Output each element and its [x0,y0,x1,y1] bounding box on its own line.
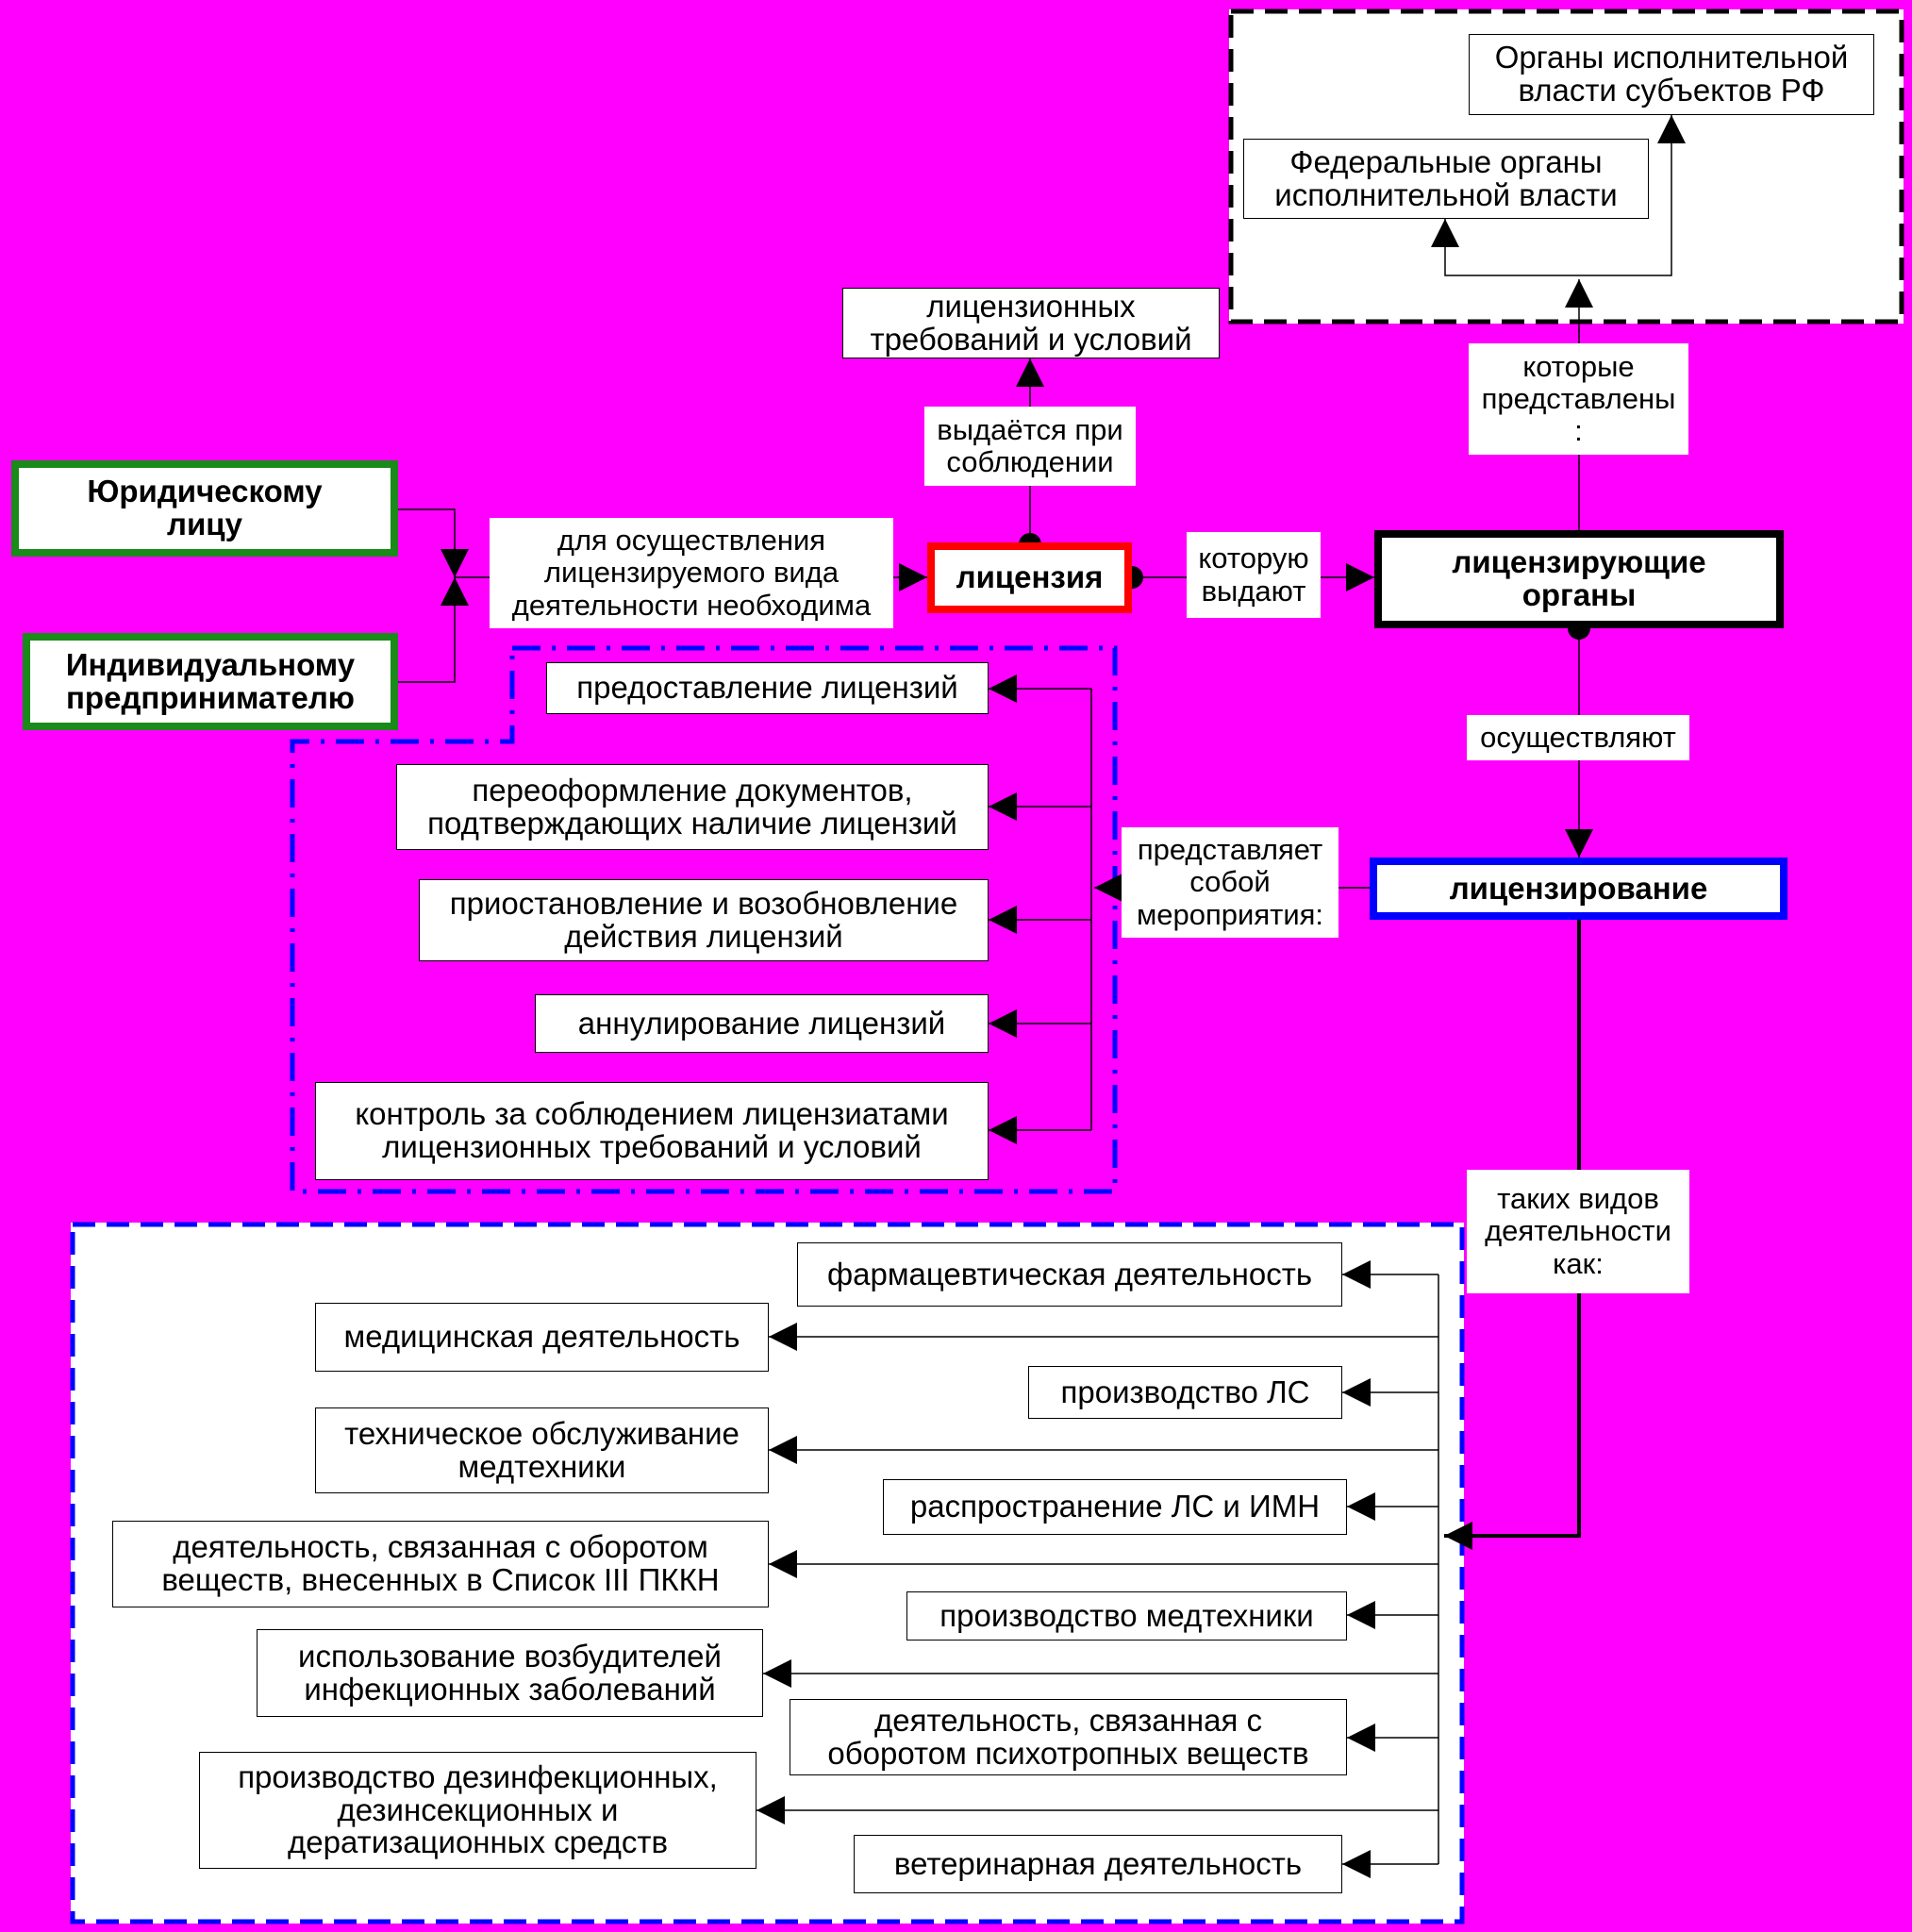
label-activity-types: таких видов деятельности как: [1467,1170,1689,1293]
label-for-activity: для осуществления лицензируемого вида де… [490,518,893,628]
legal-entity-node: Юридическому лицу [11,460,398,557]
label-carry-out: осуществляют [1467,715,1689,760]
requirements-node: лицензионных требований и условий [842,288,1220,358]
measure-box: контроль за соблюдением лицензиатами лиц… [315,1082,989,1180]
authorities-group-border [1228,8,1904,325]
label-represented-by: которые представлены : [1469,343,1688,455]
connector-regional [1579,115,1686,276]
connector-federal [1431,219,1579,276]
measure-box: приостановление и возобновление действия… [419,879,989,961]
license-node: лицензия [927,542,1132,613]
activities-group-border [70,1222,1465,1924]
federal-authorities-node: Федеральные органы исполнительной власти [1243,139,1649,219]
entrepreneur-node: Индивидуальному предпринимателю [23,633,398,730]
activity-box: распространение ЛС и ИМН [883,1479,1347,1535]
licensing-bodies-node: лицензирующие органы [1374,530,1784,628]
regional-authorities-node: Органы исполнительной власти субъектов Р… [1469,34,1874,115]
activity-box: деятельность, связанная с оборотом психо… [790,1699,1347,1775]
activity-box: ветеринарная деятельность [854,1835,1342,1893]
activity-box: производство медтехники [906,1591,1347,1641]
measure-box: предоставление лицензий [546,662,989,714]
activity-box: производство ЛС [1028,1366,1342,1419]
activity-box: производство дезинфекционных, дезинсекци… [199,1752,756,1869]
activity-box: медицинская деятельность [315,1303,769,1372]
activity-box: использование возбудителей инфекционных … [257,1629,763,1717]
connector-licensing-activities [1444,920,1581,1550]
measure-box: переоформление документов, подтверждающи… [396,764,989,850]
label-consists-of: представляет собой мероприятия: [1122,827,1338,938]
licensing-node: лицензирование [1370,858,1787,920]
connector-entrepreneur [398,577,469,683]
measure-box: аннулирование лицензий [535,994,989,1053]
label-issued-when: выдаётся при соблюдении [924,407,1136,486]
measures-group-border [290,645,1118,1194]
activity-box: фармацевтическая деятельность [797,1242,1342,1307]
label-which-issue: которую выдают [1187,532,1321,618]
activity-box: техническое обслуживание медтехники [315,1407,769,1493]
activity-box: деятельность, связанная с оборотом вещес… [112,1521,769,1607]
connector-legal-entity [398,508,469,577]
